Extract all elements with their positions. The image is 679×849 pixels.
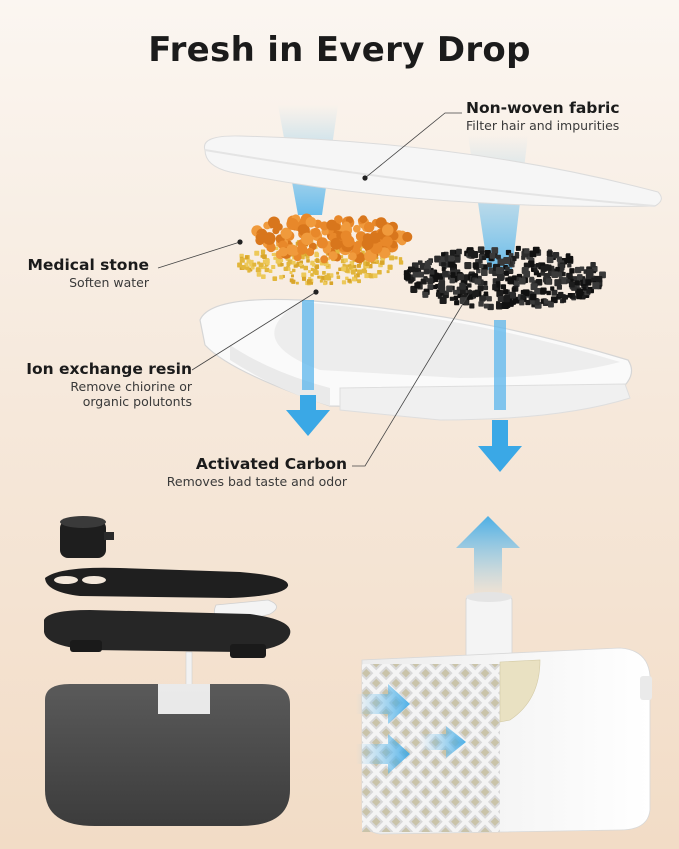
label-resin-sub-1: Remove chiorine or — [70, 378, 192, 394]
label-carbon-sub: Removes bad taste and odor — [166, 473, 347, 489]
leader-dot-carbon — [467, 289, 473, 295]
label-medical-stone: Medical stone Soften water — [27, 256, 149, 290]
fountain-cap — [60, 520, 106, 558]
down-arrow-left-icon — [286, 395, 330, 436]
intake-arrow-2-icon — [356, 734, 410, 774]
leader-line-resin — [191, 291, 317, 371]
pump-impeller-housing — [499, 659, 541, 723]
leader-line-carbon — [352, 291, 471, 467]
leader-dot-nonwoven — [362, 175, 368, 181]
fountain-mid-tray — [44, 610, 291, 652]
filter-tray-inner — [274, 302, 620, 378]
water-beam-mid-left — [302, 300, 314, 390]
non-woven-fabric-sheet — [203, 135, 662, 207]
up-arrow-icon — [456, 516, 520, 598]
water-beam-mid-right — [494, 320, 506, 410]
label-medical-sub: Soften water — [69, 274, 149, 290]
leader-dot-resin — [313, 289, 319, 295]
label-non-woven-sub: Filter hair and impurities — [466, 117, 620, 133]
fabric-edge — [204, 149, 656, 207]
filter-tray-front — [230, 345, 330, 406]
label-ion-exchange-resin: Ion exchange resin Remove chiorine or or… — [26, 360, 192, 409]
label-medical-heading: Medical stone — [27, 256, 149, 274]
label-resin-heading: Ion exchange resin — [26, 360, 192, 378]
leader-line-nonwoven — [364, 112, 462, 179]
leader-line-medical — [157, 241, 241, 269]
label-activated-carbon: Activated Carbon Removes bad taste and o… — [167, 455, 347, 489]
intake-arrow-3-icon — [420, 726, 466, 758]
fountain-water-tank — [45, 684, 290, 826]
fountain-exploded-view — [44, 516, 291, 826]
water-pump — [356, 592, 652, 835]
label-non-woven-fabric: Non-woven fabric Filter hair and impurit… — [466, 99, 620, 133]
page-title: Fresh in Every Drop — [148, 30, 531, 70]
label-resin-sub-2: organic polutonts — [82, 393, 192, 409]
filter-tray-lower-chamber — [339, 383, 631, 421]
fountain-top-lid — [45, 567, 289, 598]
leader-dot-medical — [237, 239, 243, 245]
label-carbon-heading: Activated Carbon — [195, 455, 347, 473]
down-arrow-right-icon — [478, 420, 522, 472]
label-non-woven-heading: Non-woven fabric — [466, 99, 620, 117]
filter-media-granules — [237, 213, 606, 311]
intake-arrow-1-icon — [356, 684, 410, 724]
